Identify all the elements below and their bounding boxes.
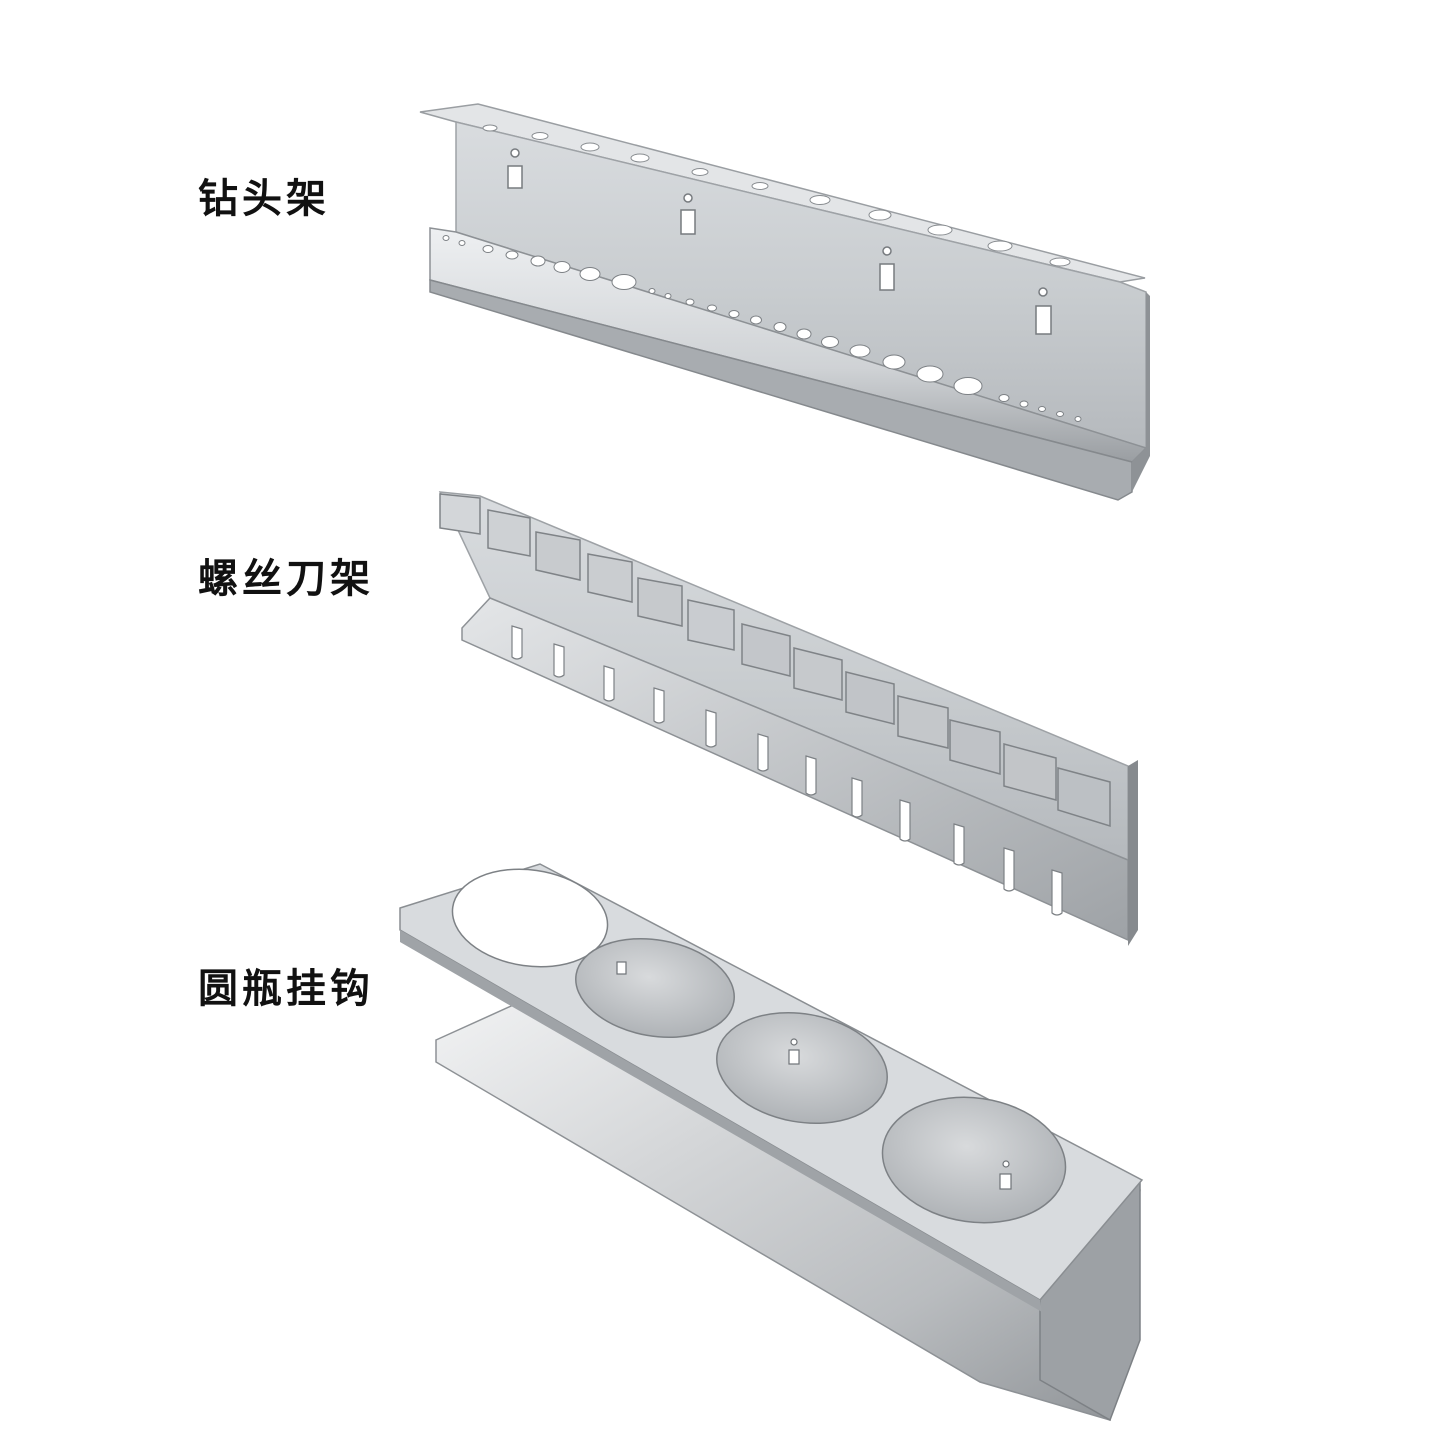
bottle-hook — [399, 863, 1144, 1422]
screwdriver-rack — [438, 491, 1138, 946]
drill-rack-label: 钻头架 — [198, 176, 330, 222]
screwdriver-rack-label: 螺丝刀架 — [198, 556, 374, 602]
drill-rack — [419, 103, 1150, 501]
bottle-hook-label: 圆瓶挂钩 — [198, 966, 374, 1012]
